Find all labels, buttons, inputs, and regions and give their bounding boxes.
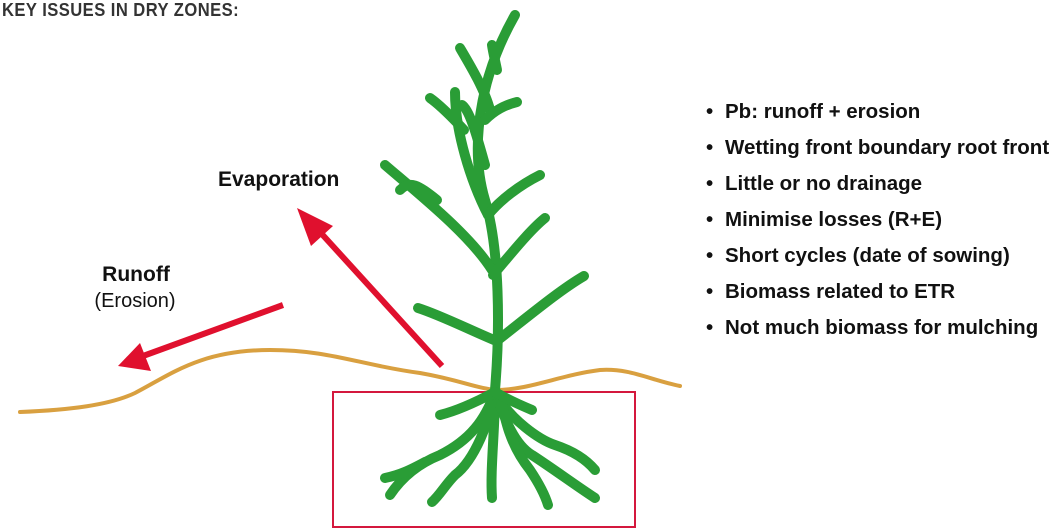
erosion-label: (Erosion) bbox=[80, 290, 190, 313]
list-item: Biomass related to ETR bbox=[705, 280, 1051, 304]
key-issues-list: Pb: runoff + erosion Wetting front bound… bbox=[705, 100, 1051, 352]
list-item: Not much biomass for mulching bbox=[705, 316, 1051, 340]
runoff-label: Runoff bbox=[96, 263, 176, 287]
list-item: Little or no drainage bbox=[705, 172, 1051, 196]
list-item: Wetting front boundary root front bbox=[705, 136, 1051, 160]
evaporation-label: Evaporation bbox=[218, 168, 339, 192]
soil-surface-line bbox=[20, 350, 680, 412]
list-item: Pb: runoff + erosion bbox=[705, 100, 1051, 124]
list-item: Minimise losses (R+E) bbox=[705, 208, 1051, 232]
evaporation-arrow bbox=[297, 208, 442, 366]
list-item: Short cycles (date of sowing) bbox=[705, 244, 1051, 268]
plant-roots bbox=[385, 392, 595, 505]
